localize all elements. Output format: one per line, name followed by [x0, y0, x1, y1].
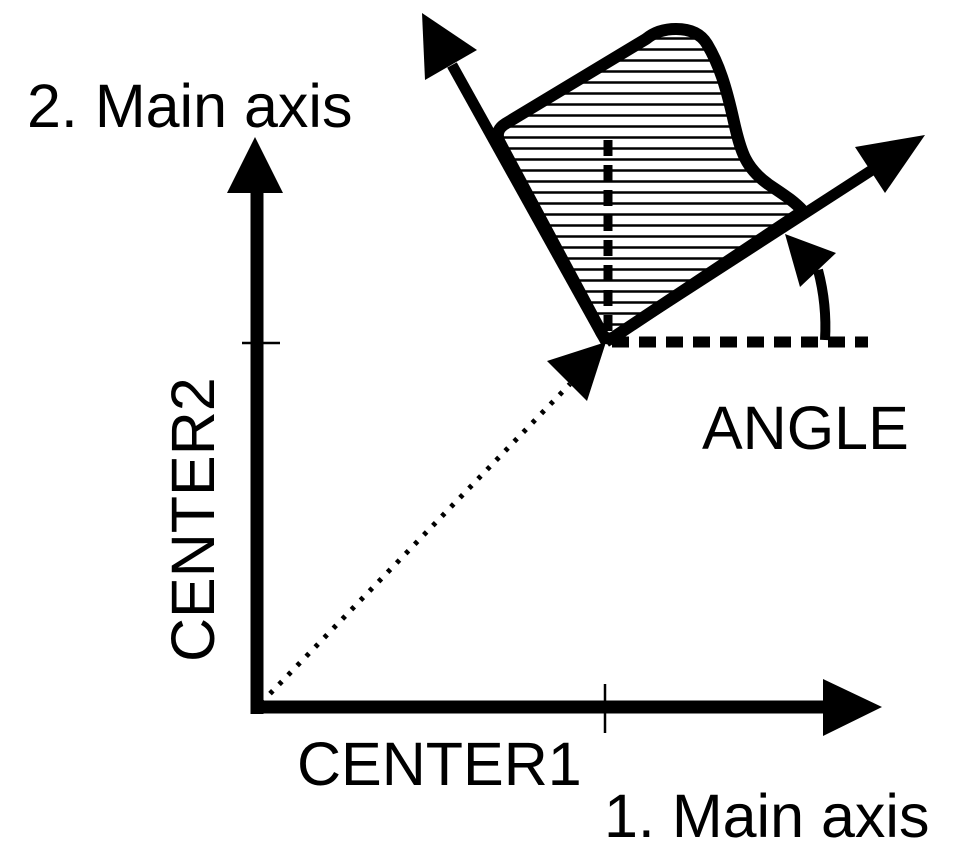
label-axis1-main: 1. Main axis	[604, 782, 930, 850]
angle-arc-arrow	[785, 234, 836, 341]
center-offset-dotted-arrow	[259, 342, 606, 705]
label-angle: ANGLE	[702, 394, 909, 462]
label-axis2-main: 2. Main axis	[27, 72, 353, 140]
horizontal-axis-arrow	[251, 679, 882, 736]
vertical-axis-arrow	[227, 137, 283, 714]
label-center1: CENTER1	[297, 730, 582, 798]
object-shape	[491, 23, 809, 345]
label-center2: CENTER2	[159, 377, 227, 662]
